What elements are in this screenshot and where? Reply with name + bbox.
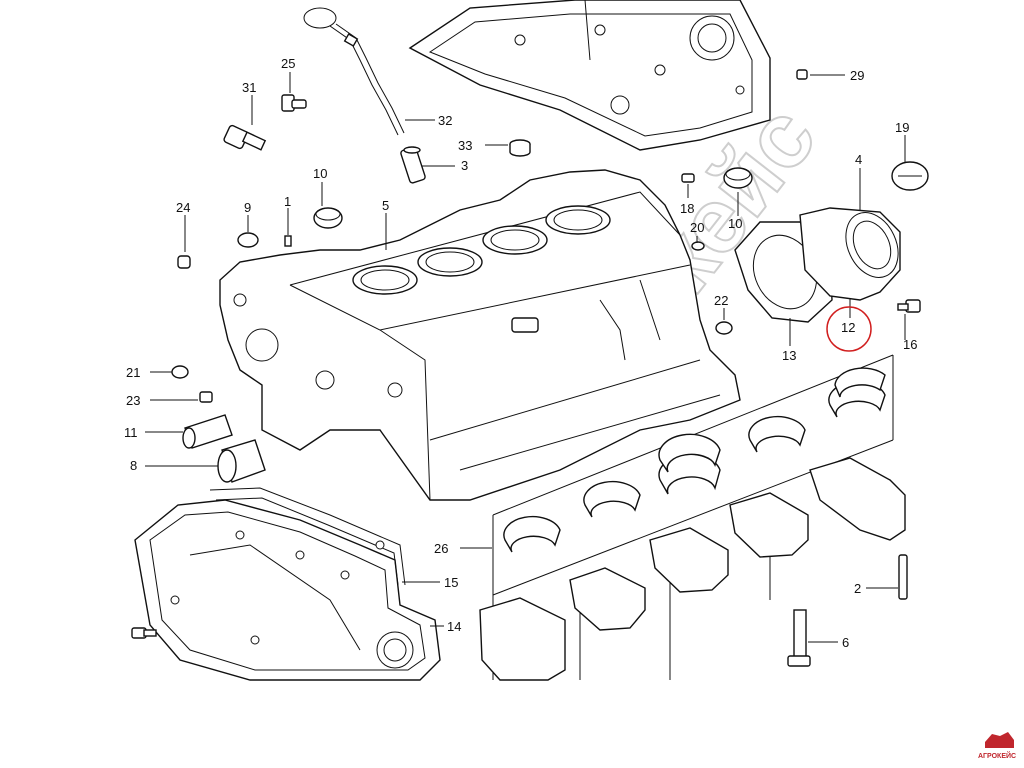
- callout-labels: 31 25 32 33 3 29 24 9 1 10 5 18 10 20 22…: [124, 56, 917, 650]
- plug-10-left: [313, 207, 343, 229]
- bearing-shells: [503, 367, 886, 553]
- callout-3: 3: [461, 158, 468, 173]
- dipstick: [303, 7, 405, 136]
- callout-14: 14: [447, 619, 461, 634]
- callout-11: 11: [124, 425, 138, 440]
- callout-8: 8: [130, 458, 137, 473]
- front-cover: [134, 487, 441, 681]
- bolt-16: [897, 299, 921, 313]
- plug-20: [691, 241, 705, 251]
- callout-21: 21: [126, 365, 140, 380]
- cover-bolt: [131, 627, 157, 639]
- bush-22: [715, 321, 733, 335]
- callout-1: 1: [284, 194, 291, 209]
- plug-23: [199, 391, 213, 403]
- callout-12: 12: [841, 320, 855, 335]
- bushing-8: [217, 439, 266, 483]
- bearing-caps: [479, 457, 906, 681]
- callout-22: 22: [714, 293, 728, 308]
- callout-6: 6: [842, 635, 849, 650]
- callout-15: 15: [444, 575, 458, 590]
- plug-9: [237, 232, 259, 248]
- brand-logo: АГРОКЕЙС: [978, 732, 1016, 760]
- callout-33: 33: [458, 138, 472, 153]
- fitting-25: [281, 94, 307, 112]
- dipstick-guide: [400, 146, 426, 184]
- callout-13: 13: [782, 348, 796, 363]
- callout-20: 20: [690, 220, 704, 235]
- plug-24: [177, 255, 191, 269]
- callout-18: 18: [680, 201, 694, 216]
- callout-9: 9: [244, 200, 251, 215]
- brand-logo-text: АГРОКЕЙС: [978, 751, 1016, 760]
- cylinder-block: [219, 169, 741, 501]
- dowel-pin-2: [898, 554, 908, 600]
- highlight-circle-12: [826, 306, 872, 352]
- callout-19: 19: [895, 120, 909, 135]
- callout-2: 2: [854, 581, 861, 596]
- plug-10-right: [723, 167, 753, 189]
- callout-10-left: 10: [313, 166, 327, 181]
- callout-26: 26: [434, 541, 448, 556]
- callout-31: 31: [242, 80, 256, 95]
- pin-1: [284, 235, 292, 247]
- callout-23: 23: [126, 393, 140, 408]
- callout-32: 32: [438, 113, 452, 128]
- callout-25: 25: [281, 56, 295, 71]
- callout-5: 5: [382, 198, 389, 213]
- callout-29: 29: [850, 68, 864, 83]
- cap-bolt-6: [787, 609, 811, 667]
- seal-housing-4: [799, 207, 901, 301]
- plug-33: [509, 139, 531, 157]
- callout-10-right: 10: [728, 216, 742, 231]
- callout-16: 16: [903, 337, 917, 352]
- plug-19: [891, 161, 929, 191]
- leader-lines: [145, 72, 906, 643]
- pin-18: [681, 173, 695, 183]
- bolt-31: [223, 124, 267, 151]
- plug-29: [796, 69, 808, 80]
- callout-24: 24: [176, 200, 190, 215]
- rear-plate: [408, 0, 771, 151]
- callout-4: 4: [855, 152, 862, 167]
- bushing-11: [182, 414, 233, 449]
- plug-21: [171, 365, 189, 379]
